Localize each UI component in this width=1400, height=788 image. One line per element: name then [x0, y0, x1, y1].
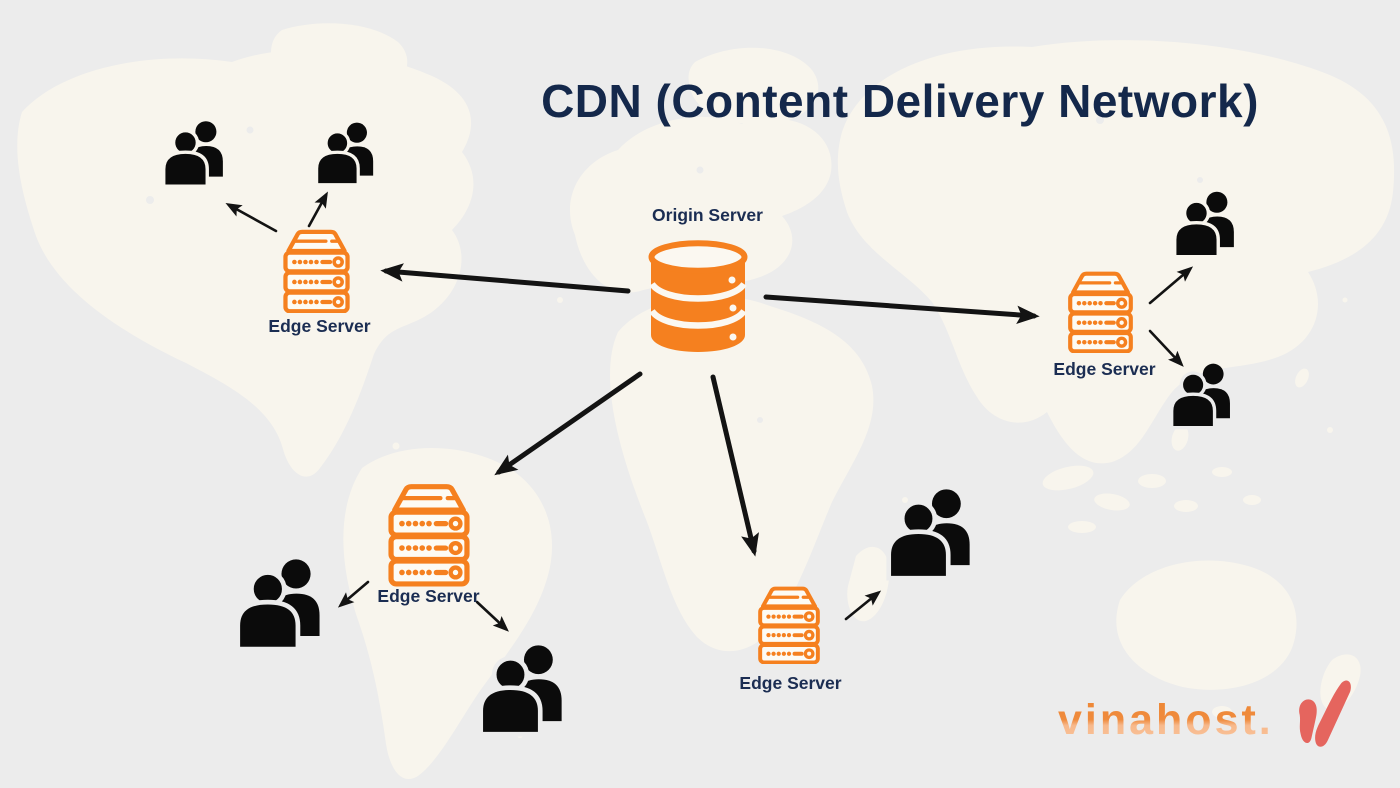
arrow-origin-to-edge-africa	[710, 374, 759, 557]
server-rack-icon-east-asia	[1058, 270, 1143, 353]
greenland-shape	[270, 23, 408, 104]
vinahost-logo: vinahost.	[1058, 694, 1378, 774]
diagram-title: CDN (Content Delivery Network)	[541, 75, 1259, 127]
edge-server-label-east-asia: Edge Server	[1053, 359, 1156, 379]
users-group-icon-na-right	[314, 116, 379, 191]
users-group-icon-na-left	[161, 116, 229, 191]
origin-server-label: Origin Server	[652, 205, 763, 225]
users-group-icon-sa-left	[234, 549, 328, 659]
australia-shape	[1116, 560, 1297, 690]
arrow-origin-to-edge-east-asia	[763, 294, 1040, 324]
server-rack-icon-south-america	[377, 481, 481, 587]
database-icon	[648, 240, 748, 353]
vinahost-logo-text: vinahost.	[1058, 696, 1274, 744]
server-rack-icon-africa	[746, 585, 832, 664]
users-group-icon-africa	[885, 479, 978, 588]
red-checkmark-icon	[1292, 678, 1354, 752]
arrow-edge-africa-to-users	[844, 590, 882, 621]
users-group-icon-sa-right	[477, 638, 570, 741]
edge-server-label-south-america: Edge Server	[377, 586, 480, 606]
users-group-icon-asia-top	[1172, 187, 1240, 261]
users-group-icon-asia-bottom	[1169, 357, 1236, 434]
madagascar-shape	[847, 546, 890, 622]
server-rack-icon-north-america	[274, 228, 359, 313]
arrow-edge-na-to-users-left	[225, 203, 278, 233]
arrow-origin-to-edge-north-america	[380, 263, 631, 294]
arrow-origin-to-edge-south-america	[494, 371, 643, 476]
arrow-edge-asia-to-users-top	[1148, 266, 1194, 305]
arrow-edge-na-to-users-right	[307, 191, 328, 228]
edge-server-label-africa: Edge Server	[739, 673, 842, 693]
edge-server-label-north-america: Edge Server	[268, 316, 371, 336]
